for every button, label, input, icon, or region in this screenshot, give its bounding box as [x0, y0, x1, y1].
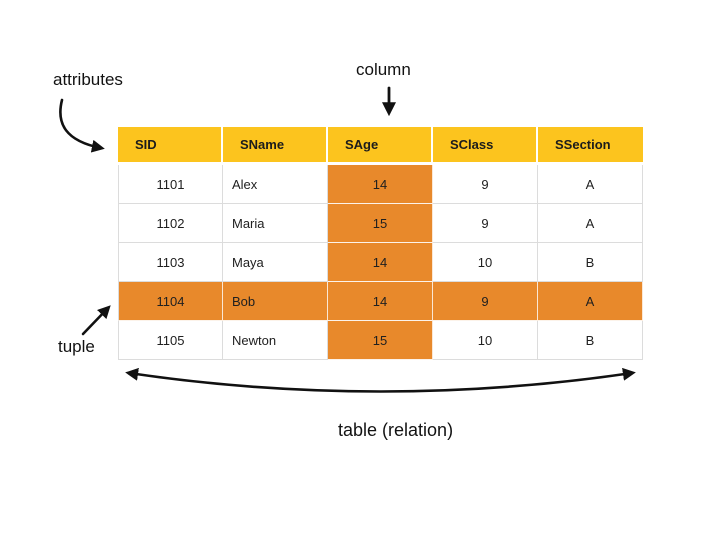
column-label: column — [356, 60, 411, 79]
tuple-label: tuple — [58, 337, 95, 356]
column-header-ssection: SSection — [538, 127, 643, 165]
cell-sage-row3: 14 — [328, 243, 433, 282]
column-header-sname: SName — [223, 127, 328, 165]
cell-ssection-row3: B — [538, 243, 643, 282]
cell-sage-row1: 14 — [328, 165, 433, 204]
cell-sname-row3: Maya — [223, 243, 328, 282]
cell-ssection-row5: B — [538, 321, 643, 360]
cell-sclass-row5: 10 — [433, 321, 538, 360]
cell-sclass-row2: 9 — [433, 204, 538, 243]
attributes-arrow — [59, 98, 105, 153]
cell-sname-row4: Bob — [223, 282, 328, 321]
cell-sage-row4: 14 — [328, 282, 433, 321]
cell-sid-row2: 1102 — [118, 204, 223, 243]
tuple-arrow — [81, 305, 111, 336]
table-span-arrow — [125, 367, 636, 393]
cell-sclass-row4: 9 — [433, 282, 538, 321]
cell-sid-row4: 1104 — [118, 282, 223, 321]
cell-sname-row1: Alex — [223, 165, 328, 204]
cell-ssection-row1: A — [538, 165, 643, 204]
cell-sid-row3: 1103 — [118, 243, 223, 282]
cell-sname-row5: Newton — [223, 321, 328, 360]
cell-sclass-row3: 10 — [433, 243, 538, 282]
cell-sid-row1: 1101 — [118, 165, 223, 204]
cell-sage-row5: 15 — [328, 321, 433, 360]
cell-sid-row5: 1105 — [118, 321, 223, 360]
column-header-sid: SID — [118, 127, 223, 165]
cell-sclass-row1: 9 — [433, 165, 538, 204]
column-header-sclass: SClass — [433, 127, 538, 165]
cell-sname-row2: Maria — [223, 204, 328, 243]
cell-ssection-row4: A — [538, 282, 643, 321]
cell-ssection-row2: A — [538, 204, 643, 243]
cell-sage-row2: 15 — [328, 204, 433, 243]
column-header-sage: SAge — [328, 127, 433, 165]
attributes-label: attributes — [53, 70, 123, 89]
table-relation-label: table (relation) — [338, 420, 454, 440]
